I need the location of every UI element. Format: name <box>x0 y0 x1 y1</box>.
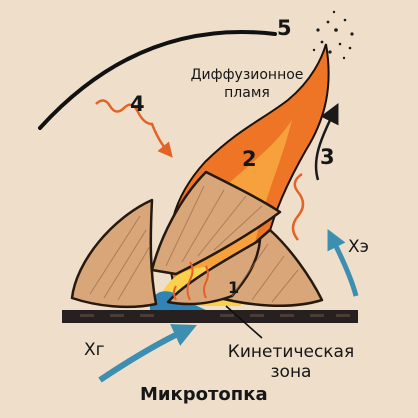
flame-caption-line1: Диффузионное <box>190 67 304 83</box>
label-xg: Xг <box>84 340 105 360</box>
kinetic-caption: Кинетическая зона <box>216 342 366 382</box>
label-3: 3 <box>320 145 335 169</box>
grate-slots <box>80 314 350 317</box>
kinetic-caption-line1: Кинетическая <box>227 342 355 362</box>
radiation-arrow <box>95 99 173 158</box>
grate <box>62 310 358 323</box>
label-1: 1 <box>228 278 240 297</box>
flame-caption-line2: пламя <box>224 85 270 101</box>
sparks <box>312 10 354 60</box>
label-2: 2 <box>242 147 257 171</box>
ember-wisps <box>173 261 209 301</box>
secondary-air-arrow <box>327 229 359 297</box>
fuel-top <box>150 170 282 276</box>
label-4: 4 <box>130 92 145 116</box>
label-xe: Xэ <box>348 237 369 257</box>
fuel-texture <box>89 185 299 303</box>
label-5: 5 <box>277 16 292 40</box>
heat-wave <box>291 172 305 241</box>
primary-air-arrow <box>98 324 197 383</box>
exhaust-arrow <box>314 103 339 181</box>
kinetic-caption-line2: зона <box>270 362 312 382</box>
diagram-title: Микротопка <box>140 384 268 405</box>
flame-caption: Диффузионное пламя <box>176 66 318 102</box>
radiation-arc <box>38 29 277 130</box>
fuel-left <box>70 198 158 309</box>
kinetic-pointer <box>225 305 263 339</box>
